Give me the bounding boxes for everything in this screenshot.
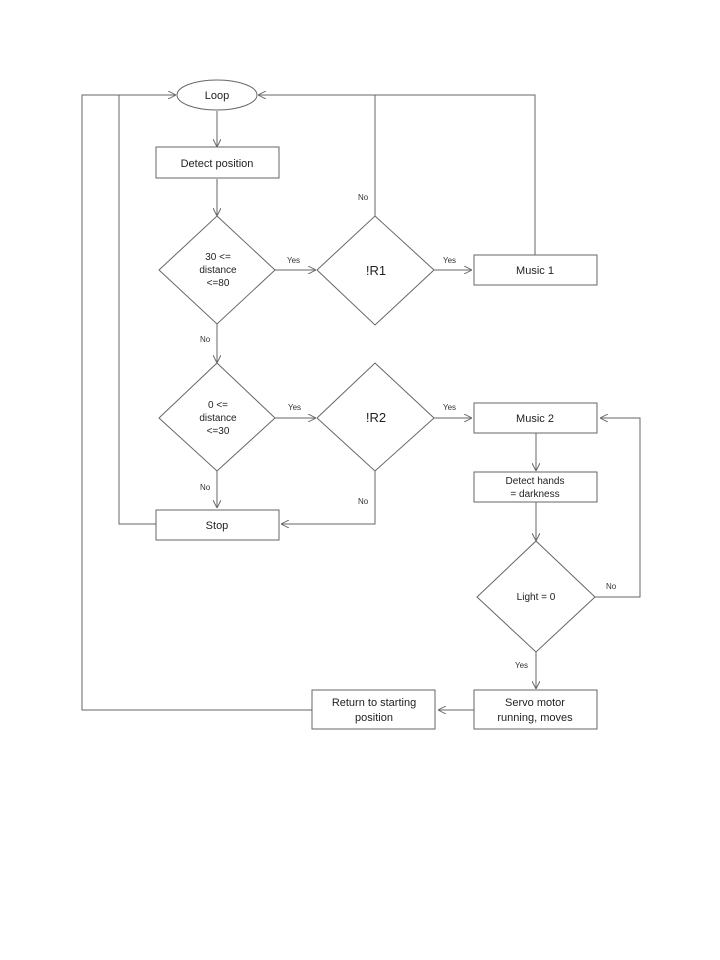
process-box [473,254,598,286]
edge-music1-to-loop [258,95,536,255]
node-cond2: 0 <= distance <=30 [158,362,276,472]
return-line1: Return to starting [332,697,416,709]
process-box [473,689,598,730]
node-cond1: 30 <= distance <=80 [158,215,276,325]
node-detect-hands: Detect hands = darkness [473,471,598,503]
detect-hands-line1: Detect hands [506,476,565,487]
cond2-line1: 0 <= [208,400,228,411]
node-servo: Servo motor running, moves [473,689,598,730]
label-r2-no: No [358,497,369,506]
label-r1-yes: Yes [443,256,456,265]
label-cond2-no: No [200,483,211,492]
node-detect-position: Detect position [155,146,280,179]
label-light-yes: Yes [515,661,528,670]
node-r2: !R2 [316,362,435,472]
decision-diamond [316,215,435,326]
decision-diamond [316,362,435,472]
decision-diamond [158,362,276,472]
decision-diamond [158,215,276,325]
return-line2: position [355,712,393,724]
node-music2: Music 2 [473,402,598,434]
process-box [311,689,436,730]
edge-return-to-loop [81,94,312,711]
process-box [155,146,280,179]
cond2-line2: distance [199,413,237,424]
node-return: Return to starting position [311,689,436,730]
node-stop: Stop [155,509,280,541]
detect-hands-line2: = darkness [510,489,559,500]
terminator-shape [176,79,258,111]
process-box [473,402,598,434]
label-r2-yes: Yes [443,403,456,412]
detect-position-label: Detect position [181,158,254,170]
cond1-line1: 30 <= [205,252,231,263]
edge-r2-no-to-stop [281,471,376,524]
label-cond2-yes: Yes [288,403,301,412]
node-light: Light = 0 [476,540,596,653]
label-cond1-no: No [200,335,211,344]
stop-label: Stop [206,520,229,532]
decision-diamond [476,540,596,653]
edge-labels: Yes Yes No No Yes Yes No No No Yes [200,193,617,670]
cond1-line2: distance [199,265,237,276]
music2-label: Music 2 [516,413,554,425]
label-r1-no: No [358,193,369,202]
label-cond1-yes: Yes [287,256,300,265]
node-r1: !R1 [316,215,435,326]
connectors [81,94,641,711]
label-light-no: No [606,582,617,591]
edge-stop-to-loop [118,95,176,525]
loop-label: Loop [205,90,229,102]
music1-label: Music 1 [516,265,554,277]
servo-line2: running, moves [497,712,573,724]
edge-light-no-to-music2 [595,418,641,598]
node-loop: Loop [176,79,258,111]
cond1-line3: <=80 [207,278,230,289]
r1-label: !R1 [366,263,386,278]
node-music1: Music 1 [473,254,598,286]
cond2-line3: <=30 [207,426,230,437]
r2-label: !R2 [366,410,386,425]
servo-line1: Servo motor [505,697,565,709]
process-box [473,471,598,503]
process-box [155,509,280,541]
light-label: Light = 0 [517,592,556,603]
